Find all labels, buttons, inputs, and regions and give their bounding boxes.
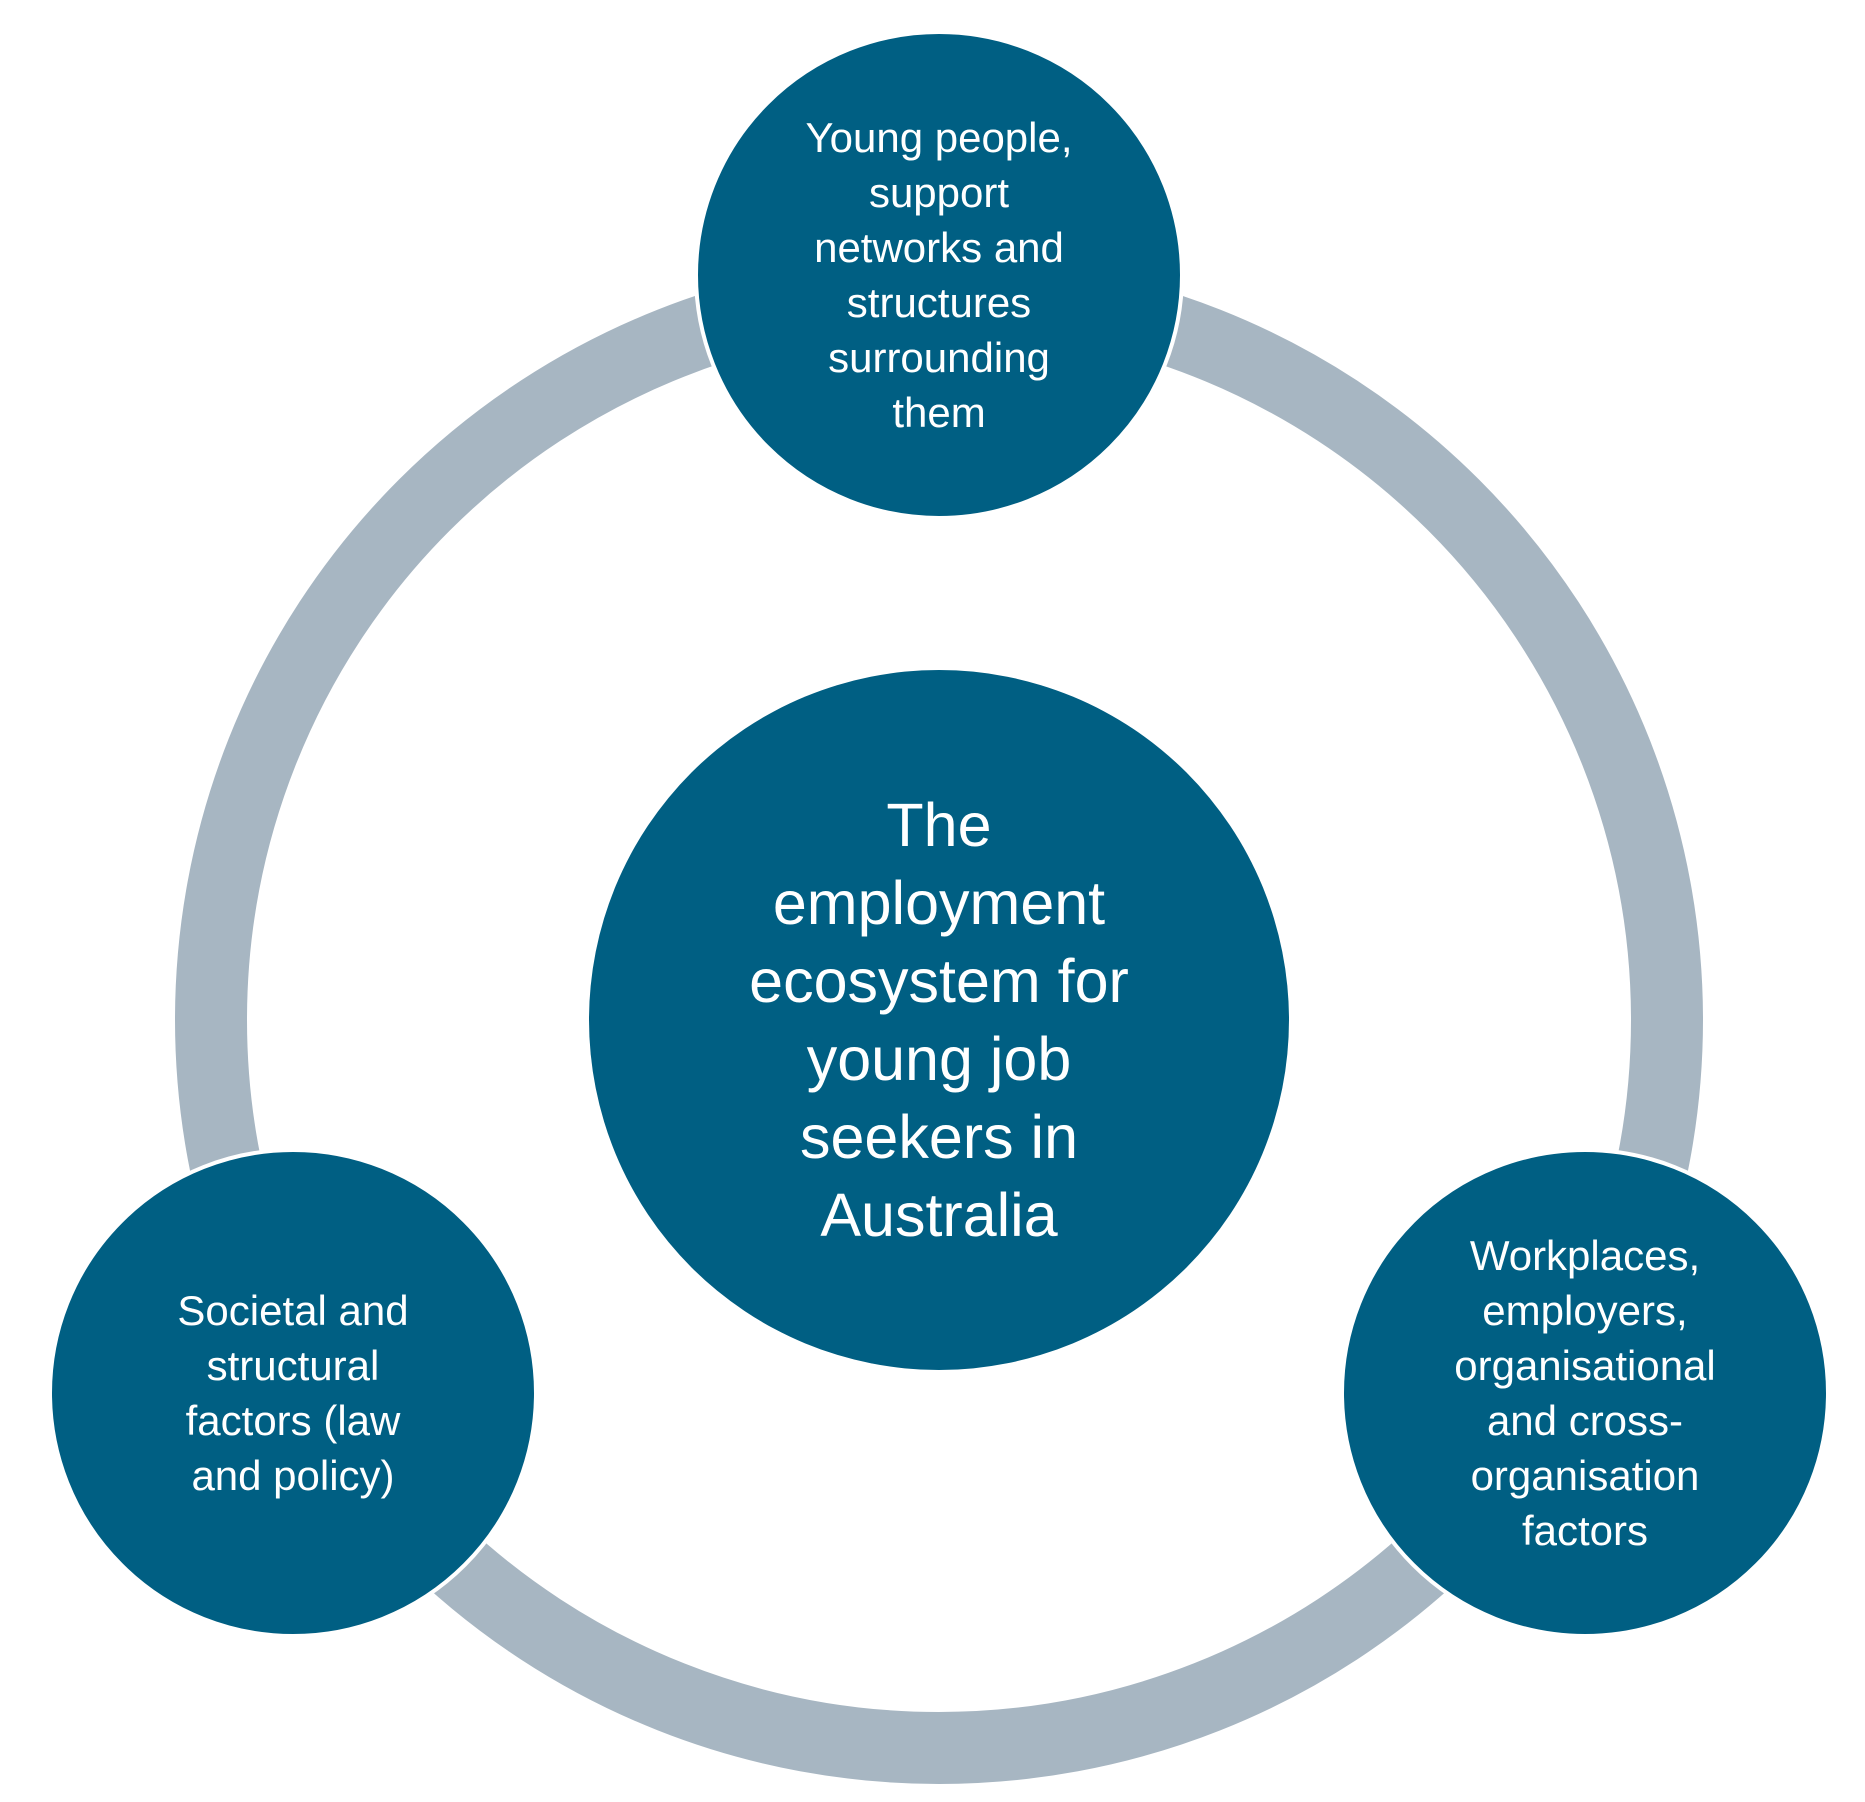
top-node: Young people, support networks and struc… <box>694 30 1184 520</box>
right-node: Workplaces, employers, organisational an… <box>1340 1148 1830 1638</box>
center-node-label: The employment ecosystem for young job s… <box>749 791 1129 1249</box>
right-node-label: Workplaces, employers, organisational an… <box>1454 1232 1716 1554</box>
left-node-label: Societal and structural factors (law and… <box>177 1287 409 1499</box>
left-node: Societal and structural factors (law and… <box>48 1148 538 1638</box>
top-node-label: Young people, support networks and struc… <box>805 114 1073 436</box>
center-node: The employment ecosystem for young job s… <box>589 670 1289 1370</box>
